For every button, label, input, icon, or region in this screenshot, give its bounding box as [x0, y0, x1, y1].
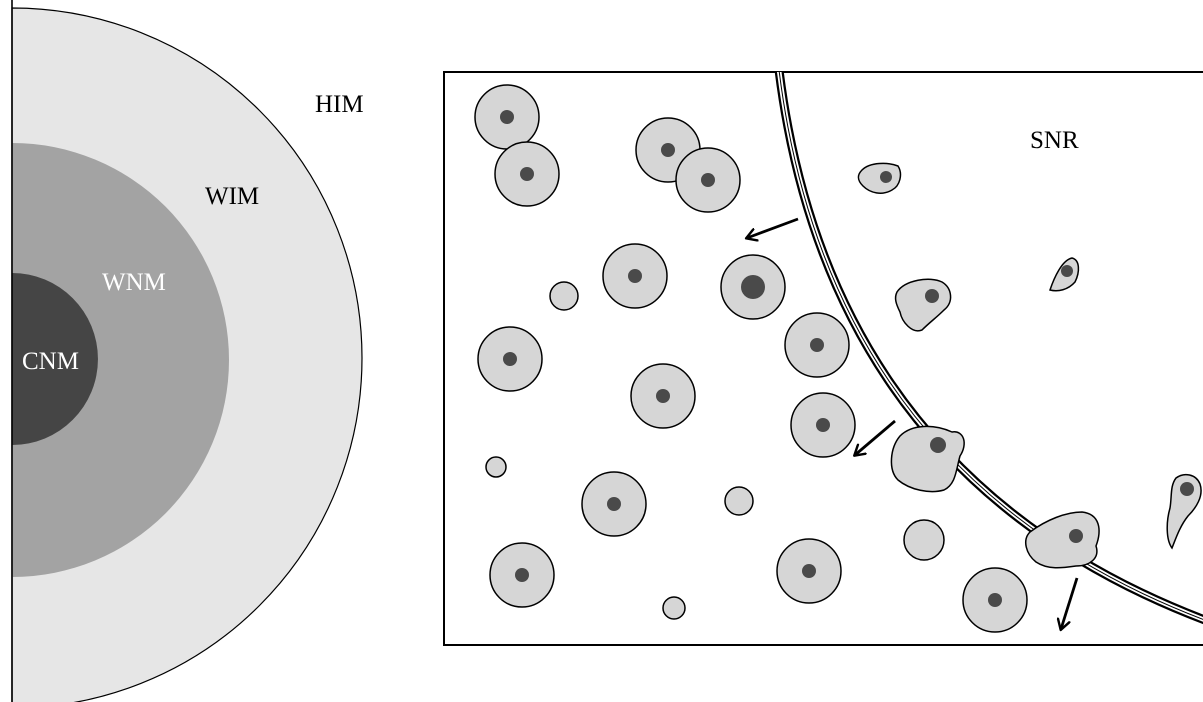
wnm-label: WNM — [102, 269, 166, 296]
cnm-region — [12, 273, 98, 445]
small-cloud — [549, 281, 579, 311]
shocked-cloud — [1025, 511, 1100, 569]
shocked-cloud — [894, 278, 952, 332]
cloud — [962, 567, 1028, 633]
cloud — [675, 147, 741, 213]
snr-panel: SNR — [443, 71, 1203, 646]
small-cloud — [662, 596, 686, 620]
him-label: HIM — [315, 91, 364, 118]
cloud — [720, 254, 786, 320]
shocked-cloud — [1049, 257, 1080, 292]
shocked-cloud — [890, 425, 965, 493]
expansion-arrow — [1061, 577, 1079, 629]
cloud — [581, 471, 647, 537]
ism-phases-panel: HIM WIM WNM CNM — [11, 0, 364, 702]
cloud — [630, 363, 696, 429]
shocked-cloud — [1166, 473, 1202, 550]
cloud — [477, 326, 543, 392]
expansion-arrow — [747, 217, 799, 238]
wim-label: WIM — [205, 183, 259, 210]
expansion-arrow — [855, 419, 896, 455]
cnm-label: CNM — [22, 348, 79, 375]
shocked-cloud — [857, 162, 902, 194]
snr-label: SNR — [1030, 127, 1079, 154]
cloud — [790, 392, 856, 458]
cloud — [489, 542, 555, 608]
shock-front-core — [778, 72, 1203, 620]
cloud — [474, 84, 540, 150]
small-cloud — [724, 486, 754, 516]
wnm-region — [12, 143, 229, 577]
cloud — [602, 243, 668, 309]
cloud — [776, 538, 842, 604]
small-cloud — [903, 519, 945, 561]
cloud — [784, 312, 850, 378]
small-cloud — [485, 456, 507, 478]
cloud — [494, 141, 560, 207]
